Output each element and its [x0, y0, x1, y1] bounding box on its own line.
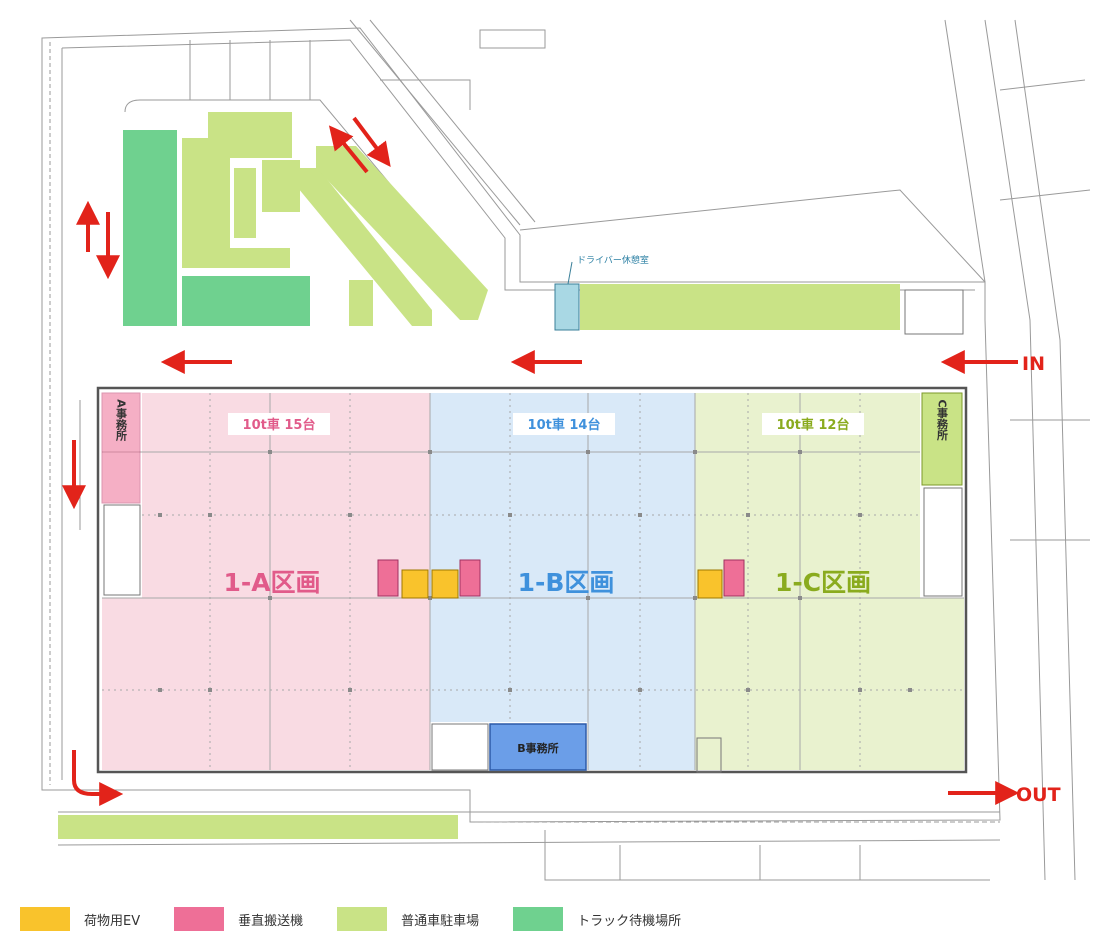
site-plan-map: A事務所 C事務所 B事務所 10t車 15台 10t車 14台 10t車 12…	[41, 19, 1091, 881]
office-c-label: C事務所	[936, 399, 949, 441]
zone-a-fill	[102, 393, 430, 770]
columns	[158, 450, 912, 692]
legend-label: 荷物用EV	[84, 913, 141, 929]
car-parking-east	[580, 284, 900, 330]
legend-item-truck-waiting: トラック待機場所	[513, 907, 681, 931]
gate-out-label: OUT	[1016, 784, 1061, 806]
zone-c	[695, 393, 964, 770]
legend-swatch	[20, 907, 70, 931]
arrow-diagonal-down-icon	[352, 116, 391, 167]
vertical-conveyor	[377, 559, 399, 597]
zone-b-title: 1-B区画	[518, 568, 615, 597]
zone-b	[430, 393, 695, 770]
zone-c-title: 1-C区画	[775, 568, 871, 597]
column-grid	[102, 393, 964, 770]
driver-room	[554, 283, 580, 331]
zone-a	[102, 393, 430, 770]
zone-a-title: 1-A区画	[223, 568, 320, 597]
office-b-label: B事務所	[517, 741, 558, 755]
lift-cluster-ab	[377, 559, 481, 599]
site-linework	[41, 19, 1091, 881]
capacity-c-box	[762, 413, 864, 435]
traffic-arrows	[62, 116, 1020, 806]
office-b	[489, 723, 587, 771]
gate-in-label: IN	[1022, 353, 1045, 375]
truck-waiting-area	[182, 276, 310, 326]
capacity-c-label: 10t車 12台	[777, 417, 850, 433]
office-a-label: A事務所	[115, 399, 128, 441]
legend-swatch	[513, 907, 564, 931]
capacity-b-box	[513, 413, 615, 435]
capacity-a-label: 10t車 15台	[243, 417, 316, 433]
car-parking-north	[182, 112, 488, 326]
vertical-conveyor	[459, 559, 481, 597]
legend-label: 普通車駐車場	[401, 913, 480, 929]
legend-item-vertical-conveyor: 垂直搬送機	[174, 907, 303, 931]
office-c	[921, 392, 963, 486]
truck-waiting-area	[123, 130, 177, 326]
legend-label: トラック待機場所	[577, 913, 682, 929]
legend-label: 垂直搬送機	[238, 913, 304, 929]
legend-swatch	[174, 907, 225, 931]
legend: 荷物用EV 垂直搬送機 普通車駐車場 トラック待機場所	[20, 906, 715, 932]
vertical-conveyor	[723, 559, 745, 597]
arrow-turn-right-icon	[72, 750, 124, 806]
freight-ev	[401, 569, 429, 599]
lift-cluster-c	[697, 559, 745, 599]
stair-cores	[103, 289, 964, 773]
building-outline	[96, 386, 968, 774]
driver-room-label: ドライバー休憩室	[577, 254, 649, 266]
capacity-a-box	[228, 413, 330, 435]
car-parking-south	[58, 815, 458, 839]
legend-swatch	[337, 907, 388, 931]
freight-ev	[697, 569, 723, 599]
zone-b-fill	[430, 393, 695, 770]
capacity-b-label: 10t車 14台	[528, 417, 601, 433]
office-a	[101, 392, 141, 504]
driver-room-leader	[567, 261, 573, 285]
legend-item-freight-ev: 荷物用EV	[20, 907, 140, 931]
legend-item-car-parking: 普通車駐車場	[337, 907, 479, 931]
zone-c-fill	[695, 393, 964, 770]
freight-ev	[431, 569, 459, 599]
arrow-diagonal-up-icon	[328, 125, 369, 174]
